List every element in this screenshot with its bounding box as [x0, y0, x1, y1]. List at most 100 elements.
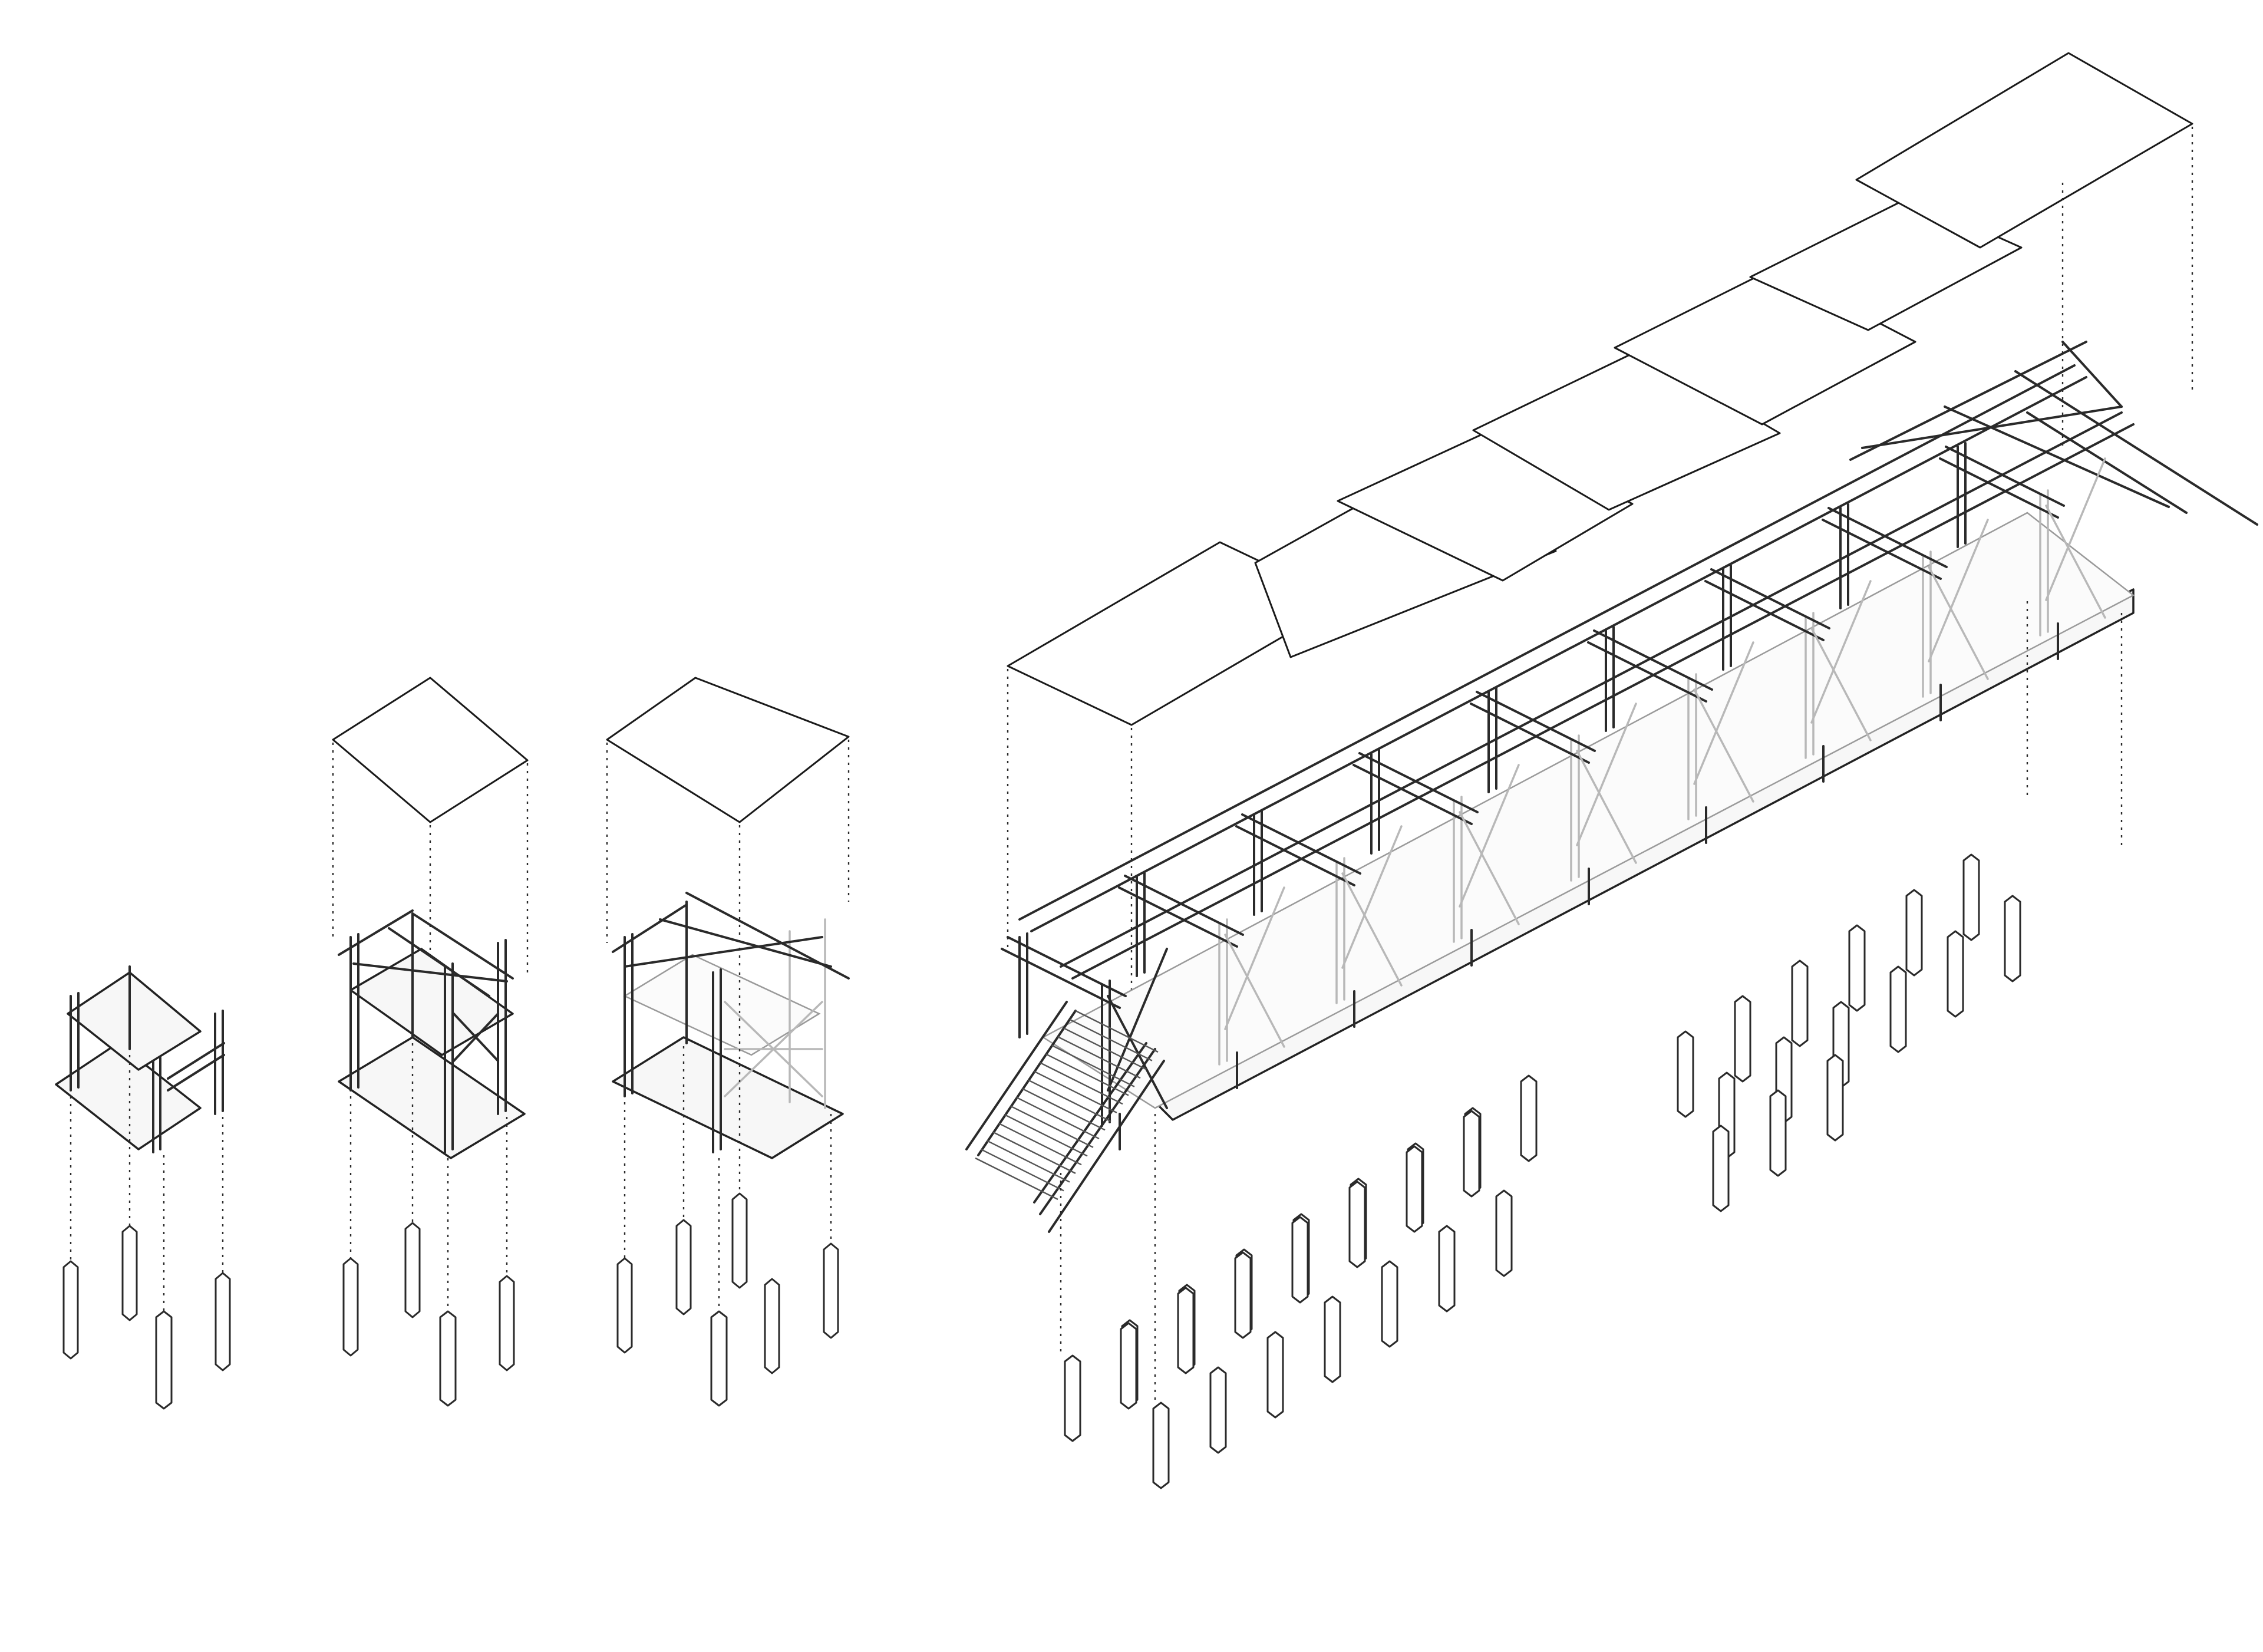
cross-beam	[1710, 568, 1830, 629]
module-braced	[606, 677, 850, 1407]
cross-beam	[1822, 519, 1942, 580]
pile	[1889, 965, 1907, 1053]
stair-tread	[1004, 1114, 1088, 1157]
pile	[1962, 853, 1980, 941]
pile	[1520, 1074, 1538, 1162]
stair-tread	[987, 1140, 1070, 1183]
roof-panels	[1007, 52, 2193, 726]
brace	[1107, 995, 1168, 1109]
pile	[1905, 889, 1923, 977]
brace	[1224, 934, 1285, 1048]
cross-beam	[1007, 936, 1127, 997]
pile	[1734, 995, 1751, 1083]
pile	[675, 1219, 692, 1315]
stair-tread	[998, 1123, 1082, 1166]
pile	[710, 1310, 728, 1407]
stair-tread	[1069, 1018, 1153, 1061]
module-two-storey	[332, 677, 529, 1407]
pile	[1324, 1295, 1341, 1383]
pile	[121, 1225, 138, 1321]
cross-beam	[1939, 457, 2059, 519]
cross-beam	[1358, 752, 1479, 813]
pile	[731, 1192, 748, 1289]
cross-beam	[1118, 886, 1238, 948]
stair-tread	[975, 1157, 1058, 1201]
pile	[215, 1272, 231, 1371]
brace	[1928, 566, 1989, 680]
stair-tread	[1063, 1027, 1147, 1070]
pile	[1712, 1125, 1730, 1212]
pile	[1495, 1189, 1513, 1277]
stair-tread	[1028, 1079, 1111, 1122]
brace	[1224, 886, 1285, 1030]
pile	[1438, 1225, 1456, 1313]
brace	[2045, 457, 2106, 601]
cross-beam	[1476, 691, 1596, 752]
pile	[1826, 1054, 1844, 1142]
pile	[1677, 1030, 1694, 1118]
pile	[1152, 1402, 1170, 1489]
pile	[1769, 1089, 1787, 1177]
brace	[1810, 627, 1872, 741]
pile	[155, 1310, 173, 1410]
brace	[1341, 872, 1403, 987]
pile	[1266, 1331, 1284, 1419]
pile	[62, 1260, 79, 1360]
frame	[70, 965, 225, 1153]
cross-beam	[1827, 507, 1948, 568]
roof-panel	[332, 677, 529, 823]
roof-panel	[606, 677, 850, 823]
module-small	[55, 965, 231, 1410]
brace	[1693, 688, 1754, 803]
top-frame	[1018, 341, 2258, 980]
pile	[342, 1257, 359, 1357]
stair-tread	[1045, 1053, 1129, 1096]
stair-tread	[1057, 1036, 1141, 1079]
stair-tread	[992, 1131, 1076, 1174]
stair-tread	[1022, 1088, 1106, 1131]
roof-panel	[1855, 52, 2193, 249]
cross-beam	[1235, 825, 1355, 886]
piles	[342, 1222, 515, 1407]
brace	[1459, 764, 1520, 908]
deck-upper	[67, 971, 202, 1071]
brace	[1576, 703, 1637, 846]
pile	[2004, 895, 2021, 982]
brace	[1576, 750, 1637, 864]
cross-beam	[1704, 580, 1825, 641]
deck-upper	[349, 948, 514, 1056]
pile	[1177, 1287, 1195, 1374]
piles	[62, 1225, 231, 1410]
deck-lower	[338, 1036, 526, 1159]
bay-posts	[1001, 442, 2106, 1150]
pile	[1064, 1354, 1081, 1442]
pile	[1234, 1251, 1252, 1339]
pile	[1381, 1260, 1398, 1348]
pile	[1947, 930, 1964, 1018]
cross-beam	[1587, 641, 1707, 703]
cross-beam	[1470, 703, 1590, 764]
brace	[1810, 580, 1872, 724]
cross-beam	[1241, 813, 1361, 875]
brace	[1341, 825, 1403, 969]
brace	[1459, 811, 1520, 925]
stair-tread	[1034, 1070, 1117, 1114]
pile	[1348, 1181, 1366, 1268]
stair-tread	[1010, 1105, 1094, 1148]
stair-treads	[975, 1010, 1159, 1201]
stair-tread	[1016, 1096, 1100, 1140]
pile	[404, 1222, 421, 1318]
module-long-gallery	[965, 52, 2258, 1489]
pile	[1463, 1110, 1480, 1198]
gallery-piles	[1064, 853, 2021, 1489]
cross-beam	[1001, 948, 1121, 1009]
cross-beam	[1352, 764, 1473, 825]
pile	[1120, 1322, 1137, 1410]
stair-tread	[1075, 1010, 1159, 1053]
frame	[612, 892, 850, 1153]
pile	[764, 1278, 780, 1374]
frame	[338, 909, 514, 1153]
brace	[1928, 519, 1989, 662]
